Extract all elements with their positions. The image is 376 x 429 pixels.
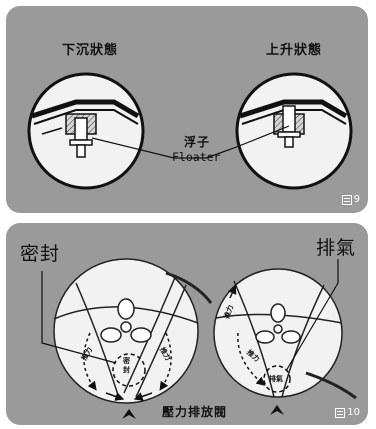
seal-small-label: 密封 [123,357,130,374]
pressure-valve-diagram [41,258,357,419]
figure-10-panel: 密封 排氣 密封 排氣 推力 推力 推力 推力 壓力排放閥 10 [6,223,368,425]
floater-diagram [27,72,353,190]
figure-9-badge: 9 [341,194,360,205]
sinking-state-label: 下沉狀態 [62,43,119,58]
seal-leader-line [41,271,117,364]
sealing-wheel [53,258,213,419]
figure-icon [335,407,346,418]
pointer-arrow-left [122,409,136,419]
floater-label-en: Floater [172,150,221,164]
rising-state-label: 上升狀態 [266,43,323,58]
figure-10-badge: 10 [335,407,360,418]
figure-10-number: 10 [347,407,360,418]
exhaust-title: 排氣 [316,237,357,259]
figure-9-panel: 下沉狀態 上升狀態 浮子 Floater 9 [6,6,368,213]
exhaust-leader-line [285,259,339,372]
sinking-state-circle [27,72,145,190]
exhaust-small-label: 排氣 [269,375,283,383]
leader-line-left [91,137,206,159]
figure-9-number: 9 [353,194,360,205]
fan-icon-right [255,303,301,344]
exhaust-wheel [213,268,357,415]
figure-icon [341,194,352,205]
pointer-arrow-right [270,405,284,415]
fan-icon [100,298,152,343]
pressure-valve-label: 壓力排放閥 [162,405,228,419]
seal-title: 密封 [20,243,61,265]
leader-line-right [205,125,290,159]
rising-state-circle [235,72,353,190]
floater-label-cn: 浮子 [184,135,211,149]
